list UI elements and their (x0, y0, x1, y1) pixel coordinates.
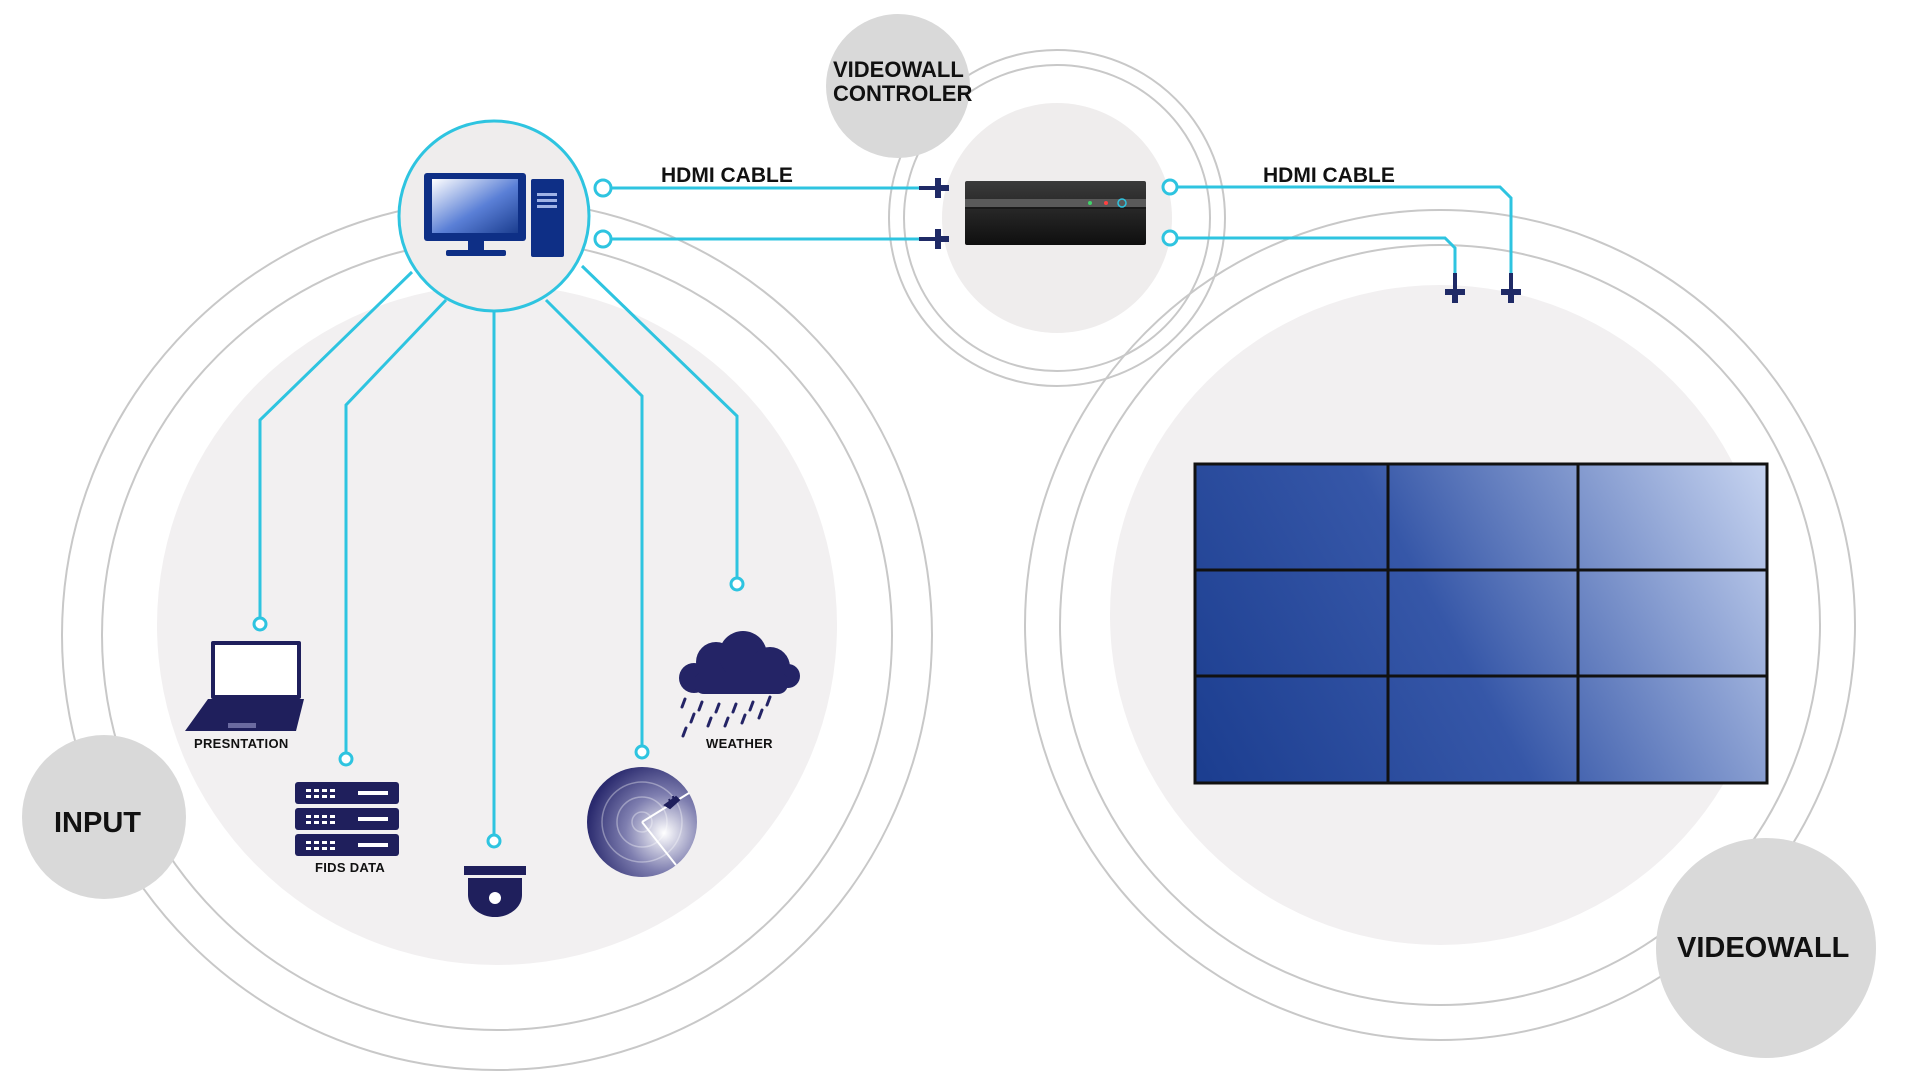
cables (258, 185, 1513, 839)
laptop-icon (185, 641, 304, 731)
input-label-circle (22, 735, 186, 899)
fids-data-label: FIDS DATA (315, 860, 385, 875)
videowall-inner-ring (1059, 244, 1821, 1006)
connector-ring (593, 178, 613, 198)
videowall-outer-ring (1024, 209, 1856, 1041)
controller-outer-ring (888, 49, 1226, 387)
server-rack-icon (295, 782, 399, 856)
cable-presentation (258, 270, 414, 622)
connector-ring (252, 616, 268, 632)
controller-label-line1: VIDEOWALL (833, 57, 964, 82)
connector-ring (593, 229, 613, 249)
videowall-panel-area (1195, 464, 1767, 783)
dome-camera-icon (464, 866, 526, 917)
computer-node (397, 119, 591, 313)
hdmi-plug-icon (919, 178, 949, 198)
input-label: INPUT (54, 807, 141, 839)
connector-ring (634, 744, 650, 760)
hdmi-plug-icon (919, 229, 949, 249)
cable-end-points (252, 178, 1179, 849)
controller-label-line2: CONTROLER (833, 81, 972, 106)
weather-label: WEATHER (706, 736, 773, 751)
videowall-label-circle (1656, 838, 1876, 1058)
cable-weather (580, 264, 739, 582)
controller-inner-ring (903, 64, 1211, 372)
cable-controller-wall-top (1178, 185, 1513, 277)
hdmi-plugs (919, 178, 1521, 303)
hdmi-cable-label-right: HDMI CABLE (1263, 164, 1395, 187)
videowall-frame (1193, 462, 1769, 785)
hdmi-plug-icon (1501, 273, 1521, 303)
videowall-label: VIDEOWALL (1677, 932, 1849, 964)
hdmi-cable-label-left: HDMI CABLE (661, 164, 793, 187)
radar-icon (587, 767, 697, 877)
cable-radar (544, 298, 644, 750)
connector-ring (1161, 229, 1179, 247)
cable-controller-wall-bottom (1178, 236, 1457, 277)
hdmi-plug-icon (1445, 273, 1465, 303)
controller-label-circle (826, 14, 970, 158)
connector-ring (338, 751, 354, 767)
presentation-label: PRESNTATION (194, 736, 289, 751)
cable-fids (344, 298, 448, 757)
rain-cloud-icon (679, 631, 800, 738)
connector-ring (1161, 178, 1179, 196)
videowall-screens (1193, 462, 1769, 785)
connector-ring (486, 833, 502, 849)
connector-ring (729, 576, 745, 592)
videowall-controller-device (965, 181, 1146, 245)
desktop-computer-icon (424, 173, 564, 257)
input-group (61, 199, 933, 1071)
